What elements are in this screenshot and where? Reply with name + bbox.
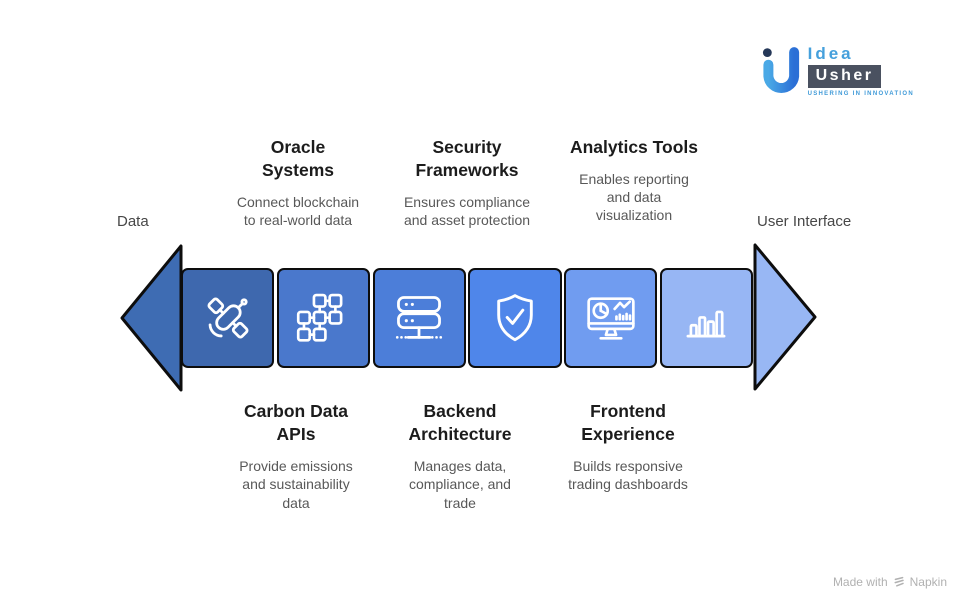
right-arrowhead (753, 243, 817, 391)
item-desc: Connect blockchain to real-world data (236, 194, 360, 229)
idea-usher-logo: Idea Usher USHERING IN INNOVATION (760, 45, 914, 97)
left-arrowhead-shape (120, 244, 183, 392)
bottom-item-frontend-experience: Frontend Experience Builds responsive tr… (528, 400, 728, 494)
top-item-oracle-systems: Oracle Systems Connect blockchain to rea… (198, 136, 398, 230)
napkin-brand-text: Napkin (909, 575, 947, 589)
segment-frontend-experience (564, 268, 658, 368)
bottom-item-backend-architecture: Backend Architecture Manages data, compl… (360, 400, 560, 512)
item-title: Carbon Data APIs (243, 401, 349, 445)
label-user-interface: User Interface (757, 213, 852, 230)
segment-oracle-systems (181, 268, 275, 368)
server-stack-icon (396, 296, 443, 339)
item-desc: Manages data, compliance, and trade (409, 458, 511, 511)
napkin-logo-icon (894, 576, 904, 587)
satellite-icon (207, 297, 249, 339)
shield-check-icon (497, 294, 533, 342)
segment-security-frameworks (468, 268, 562, 368)
item-title: Analytics Tools (569, 137, 699, 157)
arrow-band (181, 268, 753, 368)
bar-chart-icon (686, 310, 726, 338)
item-desc: Provide emissions and sustainability dat… (239, 458, 353, 511)
made-with-napkin-credit: Made with Napkin (833, 575, 947, 589)
item-title: Security Frameworks (415, 137, 519, 181)
item-title: Frontend Experience (581, 401, 675, 445)
blockchain-nodes-icon (297, 293, 343, 342)
item-title: Oracle Systems (262, 137, 334, 181)
left-arrowhead (120, 244, 183, 392)
right-arrowhead-shape (753, 243, 817, 391)
label-data: Data (117, 213, 149, 230)
top-item-analytics-tools: Analytics Tools Enables reporting and da… (534, 136, 734, 225)
item-title: Backend Architecture (408, 401, 512, 445)
logo-word-idea: Idea (807, 44, 854, 63)
idea-usher-logo-icon (762, 47, 799, 93)
made-with-text: Made with (832, 575, 888, 589)
bottom-item-carbon-data-apis: Carbon Data APIs Provide emissions and s… (196, 400, 396, 512)
item-desc: Ensures compliance and asset protection (403, 194, 531, 229)
logo-word-usher: Usher (807, 65, 882, 88)
segment-carbon-data-apis (276, 268, 370, 368)
top-item-security-frameworks: Security Frameworks Ensures compliance a… (367, 136, 567, 230)
item-desc: Enables reporting and data visualization (579, 171, 689, 224)
logo-tagline: USHERING IN INNOVATION (807, 90, 914, 97)
idea-usher-logo-text: Idea Usher USHERING IN INNOVATION (807, 44, 914, 97)
dashboard-monitor-icon (586, 297, 635, 340)
segment-backend-architecture (372, 268, 466, 368)
item-desc: Builds responsive trading dashboards (568, 458, 688, 493)
segment-analytics-tools (659, 268, 753, 368)
